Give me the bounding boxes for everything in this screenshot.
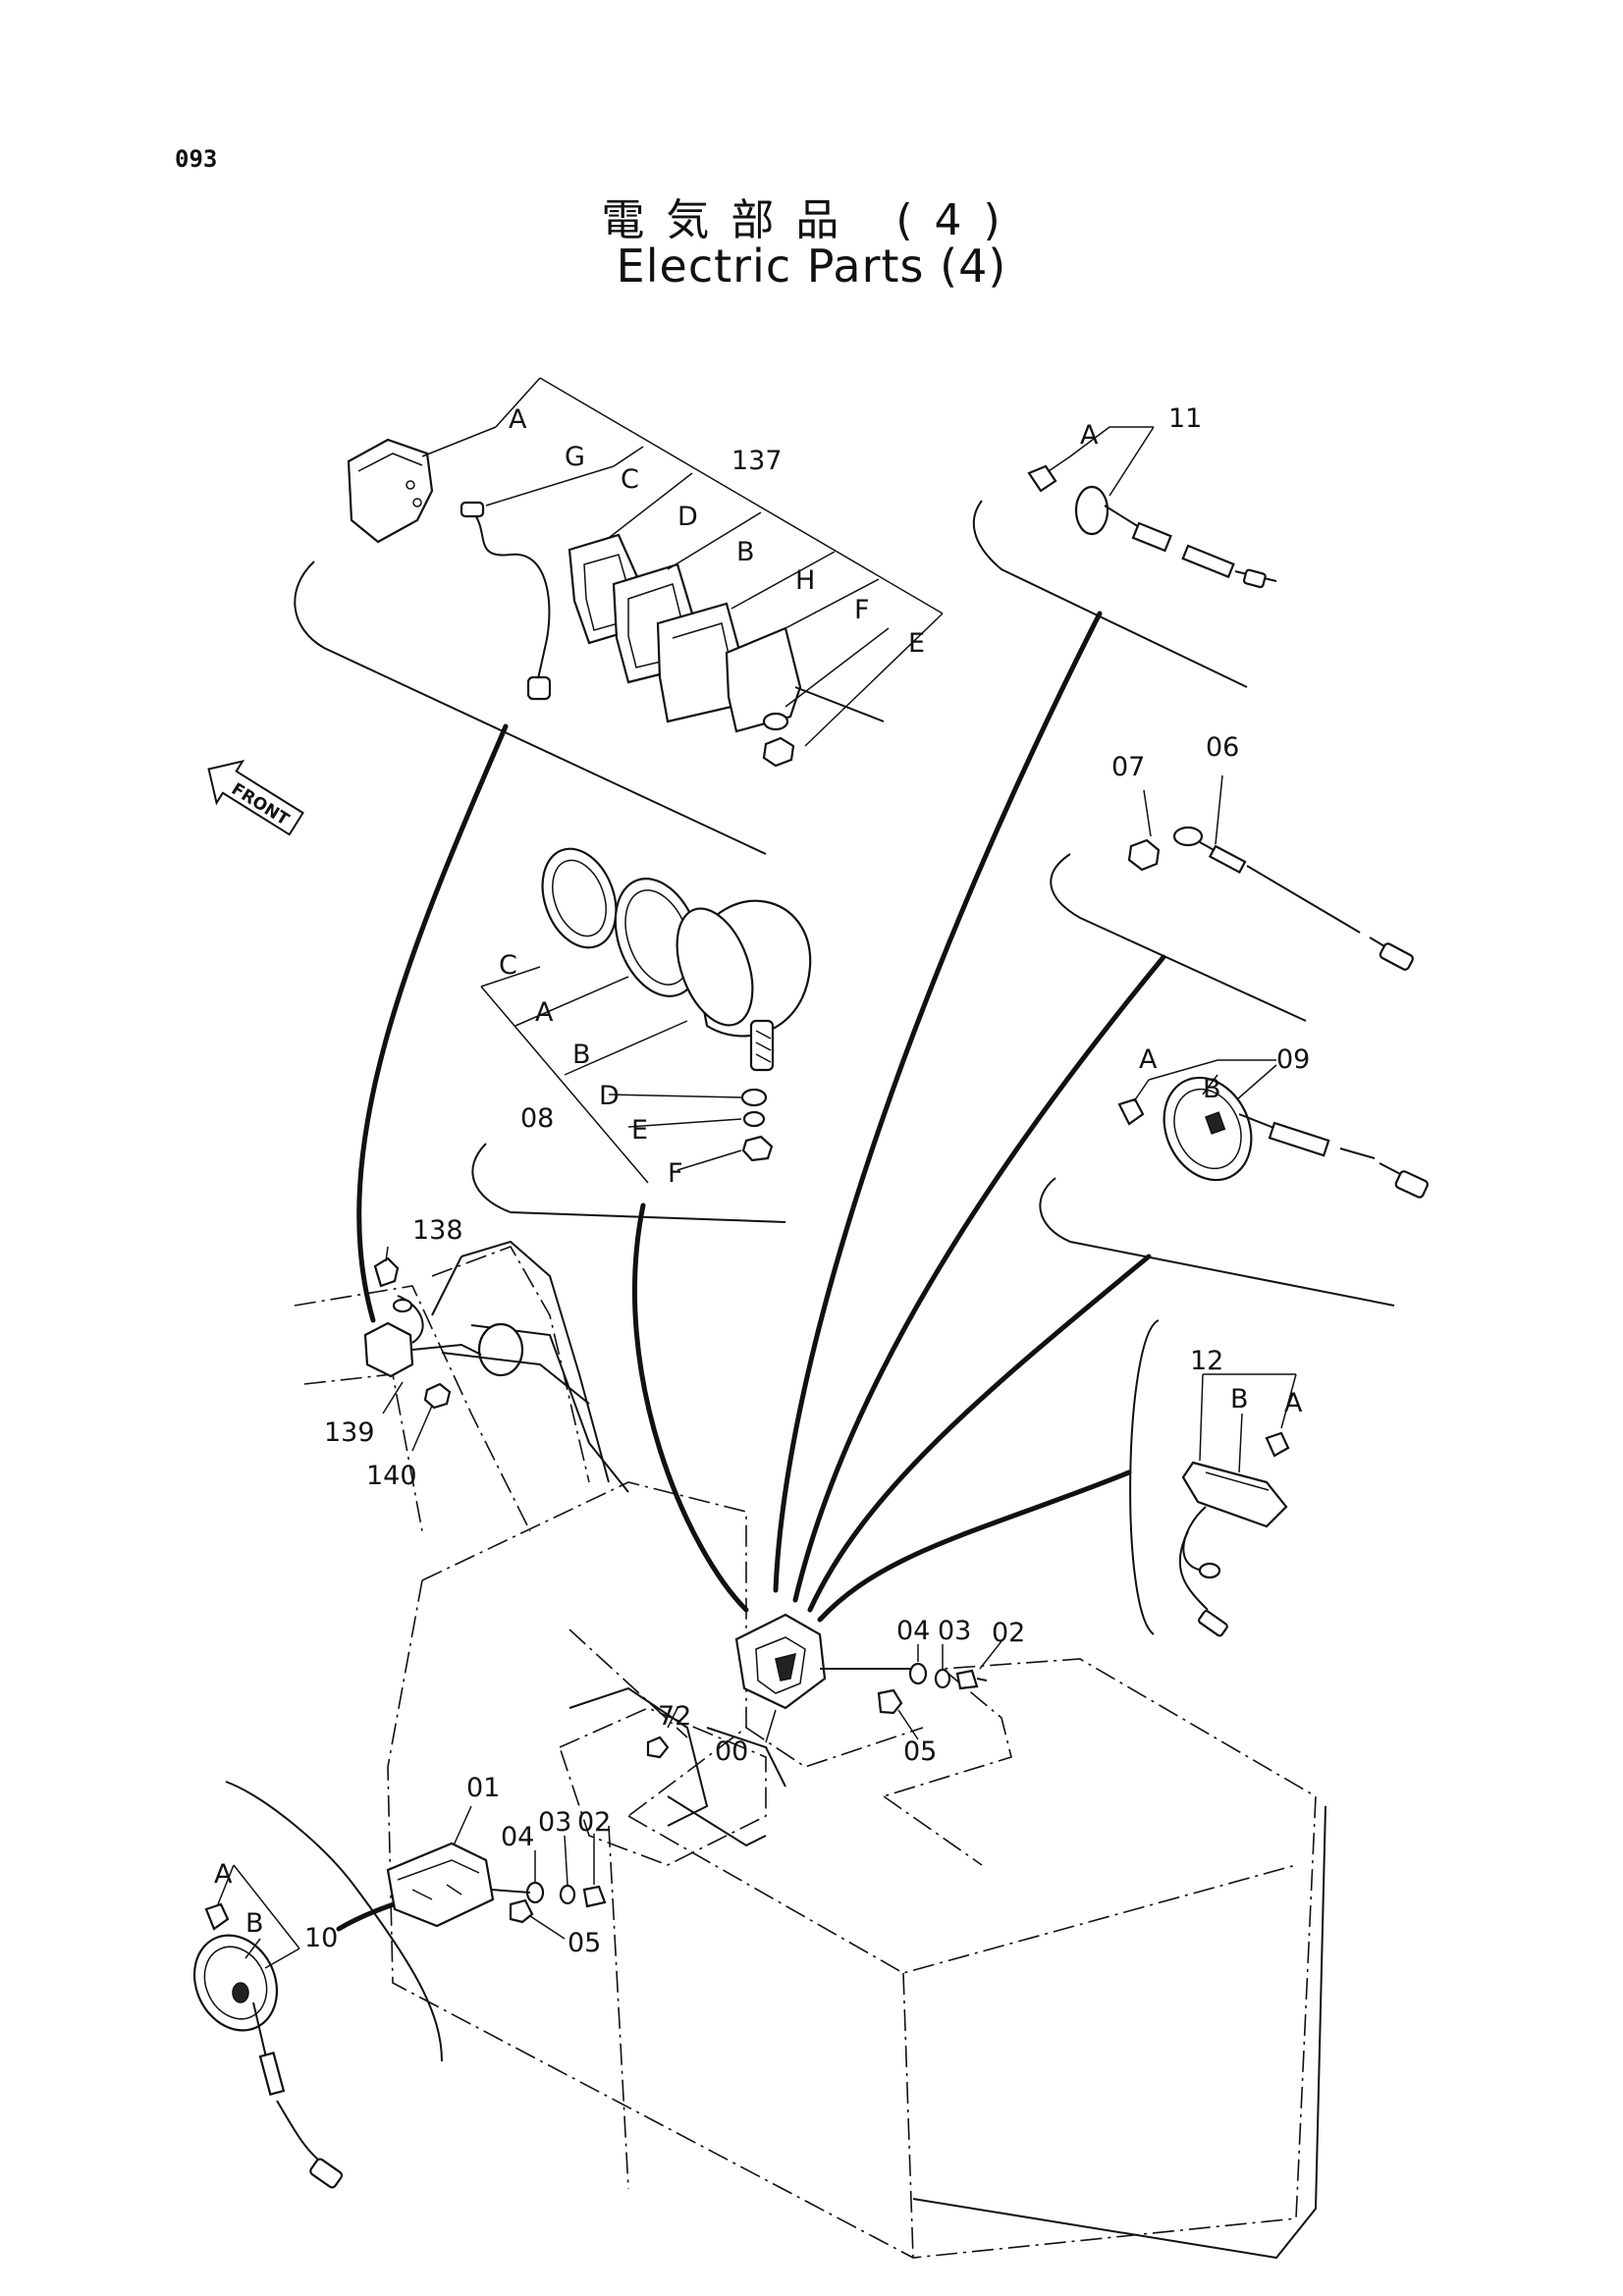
cable-06-nut-07 [1127,774,1414,971]
label-09-B: B [1203,1074,1221,1104]
bulb-11 [1027,426,1277,589]
label-137-C: C [621,464,639,495]
work-light-137 [347,438,885,768]
lamp-138 [363,1246,590,1452]
label-12-A: A [1284,1388,1303,1418]
page-title-english: Electric Parts (4) [616,240,1007,293]
label-01-05: 05 [568,1928,601,1958]
machine-outline [294,1246,1317,2259]
label-00-04: 04 [896,1616,930,1646]
label-08-E: E [631,1115,648,1146]
label-137-F: F [854,595,870,625]
label-12: 12 [1190,1346,1223,1376]
work-light-leaders [421,377,944,747]
label-139: 139 [324,1417,375,1448]
label-137: 137 [731,446,783,476]
label-08-F: F [668,1158,683,1189]
page-title-japanese: 電気部品 (4) [601,195,1022,245]
label-01-03: 03 [538,1807,571,1838]
label-08-A: A [535,997,554,1028]
headlight-08 [480,847,812,1184]
label-137-H: H [795,565,815,596]
label-01-02: 02 [577,1807,611,1838]
page-number: 093 [175,145,218,173]
label-140: 140 [366,1461,417,1491]
label-00-03: 03 [938,1616,971,1646]
label-137-G: G [565,442,585,472]
lamp-09 [1117,1059,1429,1199]
label-00-05: 05 [903,1736,937,1767]
label-01: 01 [466,1773,500,1803]
label-08: 08 [520,1103,554,1134]
lamp-10 [192,1864,344,2189]
label-11-A: A [1080,420,1099,451]
front-arrow-icon: FRONT [207,760,304,836]
bracket-01 [386,1805,607,1940]
label-00-02: 02 [992,1618,1025,1648]
label-137-D: D [677,502,698,532]
label-00: 00 [715,1736,748,1767]
label-137-E: E [908,628,925,659]
label-11: 11 [1168,403,1202,434]
label-10-A: A [214,1859,233,1890]
label-72: 72 [658,1701,691,1732]
label-137-A: A [509,404,527,435]
label-08-C: C [499,950,517,981]
label-138: 138 [412,1215,463,1246]
label-09-A: A [1139,1044,1158,1075]
callout-frames [225,500,1395,2062]
label-12-B: B [1230,1384,1249,1415]
label-137-B: B [736,537,755,567]
label-08-B: B [572,1040,591,1070]
label-10: 10 [304,1923,338,1953]
label-08-D: D [599,1081,620,1111]
label-01-04: 04 [501,1822,534,1852]
lamp-12 [1178,1373,1297,1637]
label-10-B: B [245,1908,264,1939]
bracket-00 [646,1613,1002,1759]
label-07: 07 [1111,752,1145,782]
boom-outline [431,1240,1326,2260]
label-09: 09 [1276,1044,1310,1075]
label-06: 06 [1206,732,1239,763]
